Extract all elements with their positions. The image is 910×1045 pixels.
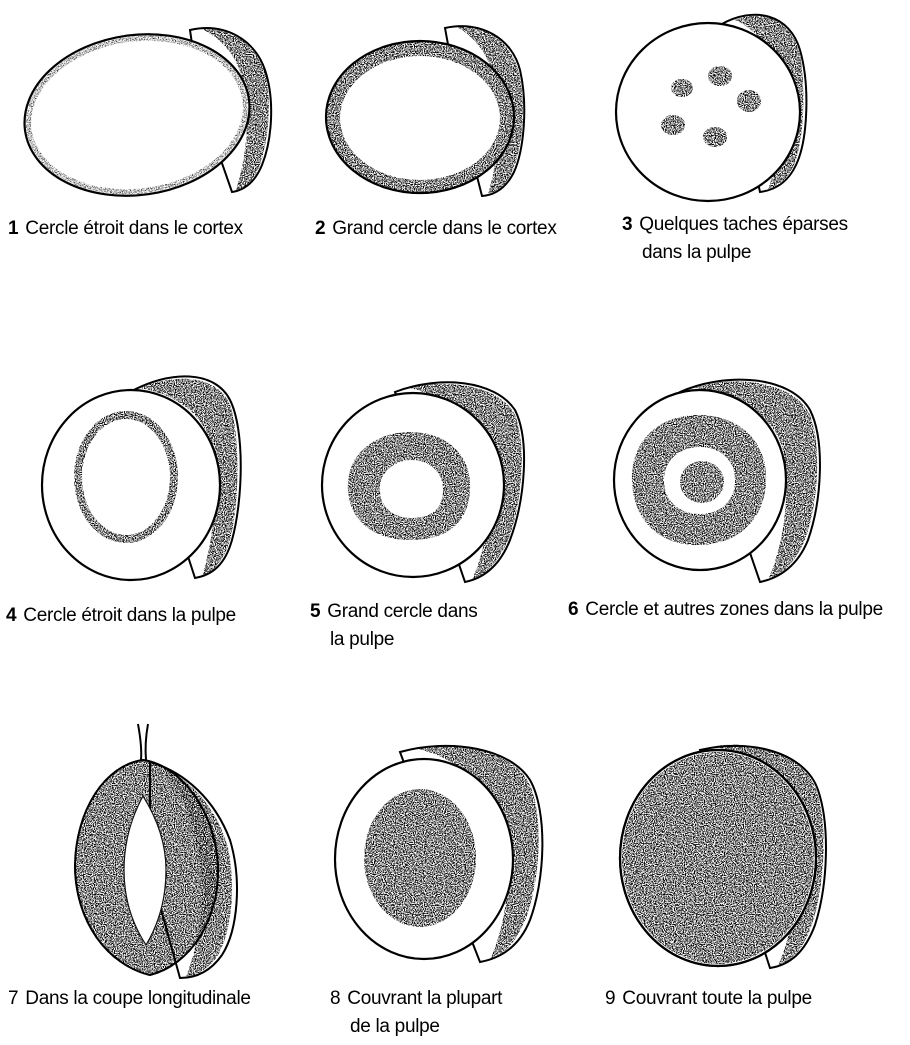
- caption-7-number: 7: [8, 988, 18, 1009]
- caption-5-line2: la pulpe: [310, 626, 477, 654]
- caption-6-number: 6: [568, 599, 578, 620]
- tuber-5-illustration: [322, 382, 524, 582]
- caption-3-line2: dans la pulpe: [622, 239, 848, 267]
- tuber-6-center-zone: [680, 461, 724, 503]
- tuber-3-cut-face: [616, 23, 800, 201]
- caption-8-line2: de la pulpe: [330, 1013, 502, 1041]
- caption-3-line1: Quelques taches éparses: [639, 214, 848, 235]
- tuber-1-illustration: [14, 20, 271, 210]
- tuber-9-affected-pulp: [622, 752, 814, 964]
- caption-2: 2 Grand cercle dans le cortex: [315, 215, 557, 243]
- caption-1-number: 1: [8, 218, 18, 239]
- caption-4-number: 4: [6, 605, 16, 626]
- caption-5-number: 5: [310, 601, 320, 622]
- tuber-7-illustration: [75, 724, 237, 978]
- tuber-3-spot: [737, 90, 761, 112]
- tuber-7-stolon: [138, 724, 148, 760]
- caption-1: 1 Cercle étroit dans le cortex: [8, 215, 243, 243]
- tuber-3-illustration: [616, 15, 806, 201]
- caption-7-line1: Dans la coupe longitudinale: [25, 988, 250, 1009]
- caption-5: 5 Grand cercle dans la pulpe: [310, 598, 477, 654]
- caption-3-number: 3: [622, 214, 632, 235]
- tuber-3-spot: [708, 66, 732, 86]
- caption-2-number: 2: [315, 218, 325, 239]
- tuber-4-illustration: [42, 376, 241, 580]
- caption-6: 6 Cercle et autres zones dans la pulpe: [568, 596, 883, 624]
- caption-7: 7 Dans la coupe longitudinale: [8, 985, 251, 1013]
- caption-4-line1: Cercle étroit dans la pulpe: [23, 605, 236, 626]
- caption-5-line1: Grand cercle dans: [327, 601, 477, 622]
- caption-9-number: 9: [605, 988, 615, 1009]
- caption-6-line1: Cercle et autres zones dans la pulpe: [585, 599, 883, 620]
- tuber-8-illustration: [335, 746, 542, 962]
- caption-9: 9 Couvrant toute la pulpe: [605, 985, 812, 1013]
- caption-4: 4 Cercle étroit dans la pulpe: [6, 602, 236, 630]
- tuber-2-illustration: [326, 26, 524, 196]
- tuber-6-illustration: [614, 380, 820, 582]
- caption-3: 3 Quelques taches éparses dans la pulpe: [622, 211, 848, 267]
- tuber-3-spot: [661, 115, 685, 135]
- caption-8-line1: Couvrant la plupart: [347, 988, 502, 1009]
- tuber-8-affected-pulp: [364, 789, 476, 927]
- caption-1-line1: Cercle étroit dans le cortex: [25, 218, 243, 239]
- tuber-3-spot: [703, 127, 727, 147]
- caption-9-line1: Couvrant toute la pulpe: [622, 988, 812, 1009]
- caption-2-line1: Grand cercle dans le cortex: [332, 218, 556, 239]
- tuber-9-illustration: [620, 745, 826, 968]
- tuber-3-spot: [671, 79, 693, 97]
- caption-8: 8 Couvrant la plupart de la pulpe: [330, 985, 502, 1041]
- caption-8-number: 8: [330, 988, 340, 1009]
